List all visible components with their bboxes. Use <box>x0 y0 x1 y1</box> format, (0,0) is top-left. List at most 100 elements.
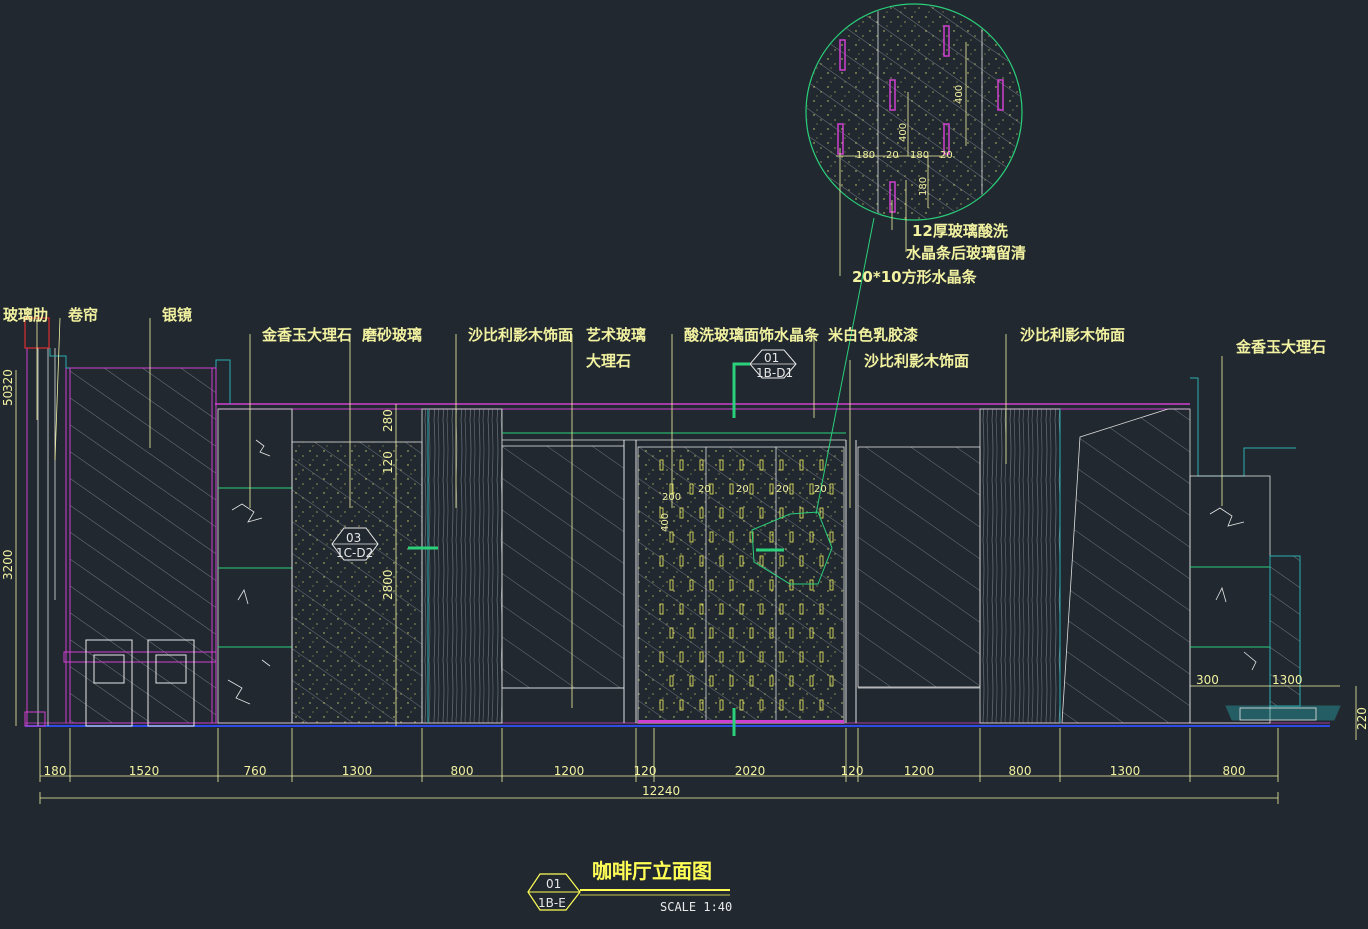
crystal-bar <box>809 579 814 591</box>
crystal-bar <box>749 675 754 687</box>
label-gold-marble-left: 金香玉大理石 <box>261 326 352 344</box>
crystal-bar <box>659 507 664 519</box>
bottom-dim-12: 1300 <box>1110 764 1141 778</box>
crystal-bar <box>679 555 684 567</box>
label-marble: 大理石 <box>586 352 631 370</box>
panel-dim-1: 200 <box>662 492 681 503</box>
crystal-bar <box>719 699 724 711</box>
crystal-bar <box>709 483 714 495</box>
gold-marble-right-panel <box>1189 377 1341 724</box>
crystal-bar <box>669 675 674 687</box>
crystal-bar <box>779 699 784 711</box>
vertical-dimension-lines <box>15 370 1357 740</box>
detail-dim-3: 180 <box>856 150 875 161</box>
crystal-bar <box>729 531 734 543</box>
crystal-bar <box>699 651 704 663</box>
total-dimension: 12240 <box>642 784 680 798</box>
detail-crystal-bar <box>943 123 950 155</box>
crystal-bar <box>689 483 694 495</box>
bottom-dim-6: 1200 <box>554 764 585 778</box>
label-acid-glass-crystal: 酸洗玻璃面饰水晶条 <box>684 326 820 344</box>
detail-leader <box>815 217 875 515</box>
vdim-left-a: 50 <box>1 391 15 406</box>
label-crystal-back: 水晶条后玻璃留清 <box>906 244 1026 262</box>
vdim-left-c: 3200 <box>1 549 15 580</box>
crystal-bar <box>699 699 704 711</box>
crystal-bar <box>709 579 714 591</box>
crystal-bar <box>719 603 724 615</box>
art-glass-panel <box>501 432 846 723</box>
crystal-bar <box>679 459 684 471</box>
crystal-bar <box>729 675 734 687</box>
crystal-bar <box>779 459 784 471</box>
crystal-bar <box>809 627 814 639</box>
crystal-bar <box>769 627 774 639</box>
crystal-bar <box>679 699 684 711</box>
crystal-bar <box>669 483 674 495</box>
crystal-bar <box>679 603 684 615</box>
drawing-title: 咖啡厅立面图 <box>592 859 712 883</box>
label-art-glass: 艺术玻璃 <box>586 326 646 344</box>
crystal-bar <box>789 579 794 591</box>
label-roller-blind: 卷帘 <box>67 306 98 324</box>
crystal-bar <box>689 675 694 687</box>
bottom-dim-9: 120 <box>841 764 864 778</box>
crystal-bar <box>689 627 694 639</box>
crystal-bar <box>749 531 754 543</box>
crystal-bar <box>789 627 794 639</box>
crystal-bar <box>669 531 674 543</box>
crystal-bar <box>739 459 744 471</box>
crystal-bar <box>699 507 704 519</box>
crystal-bar <box>799 651 804 663</box>
crystal-bar <box>709 531 714 543</box>
gold-marble-left-panel <box>217 408 293 724</box>
crystal-bar <box>679 651 684 663</box>
crystal-bar <box>769 531 774 543</box>
crystal-bar <box>729 483 734 495</box>
detail-crystal-bar <box>889 79 896 111</box>
crystal-bar <box>819 459 824 471</box>
slanted-wall <box>1061 408 1191 724</box>
crystal-bar <box>739 699 744 711</box>
crystal-bar <box>789 675 794 687</box>
crystal-bar <box>659 555 664 567</box>
bottom-dim-4: 1300 <box>342 764 373 778</box>
bottom-dim-1: 180 <box>44 764 67 778</box>
panel-dim-2: 400 <box>660 513 671 532</box>
crystal-bar <box>659 699 664 711</box>
crystal-bar <box>769 483 774 495</box>
crystal-bar <box>809 531 814 543</box>
sapele-veneer-panel-2 <box>979 408 1061 724</box>
label-sapele-veneer-1: 沙比利影木饰面 <box>468 326 573 344</box>
crystal-bar <box>819 699 824 711</box>
crystal-bar <box>799 555 804 567</box>
vertical-dimension-text: 50 320 3200 280 120 2800 220 <box>1 369 1368 730</box>
title-block: 01 1B-E 咖啡厅立面图 SCALE 1:40 <box>527 859 732 914</box>
crystal-bar <box>819 651 824 663</box>
crystal-bar <box>759 603 764 615</box>
label-crystal-bar: 20*10方形水晶条 <box>852 268 978 286</box>
crystal-bar <box>659 459 664 471</box>
section-tag-top: 01 1B-D1 <box>732 349 797 736</box>
crystal-bar <box>759 699 764 711</box>
panel-dim-3: 20 <box>698 484 711 495</box>
detail-crystal-bar <box>837 123 844 155</box>
crystal-bar <box>699 459 704 471</box>
crystal-bar <box>799 459 804 471</box>
crystal-bar <box>689 579 694 591</box>
crystal-bar <box>659 603 664 615</box>
vdim-left-b: 320 <box>1 369 15 392</box>
bottom-dim-10: 1200 <box>904 764 935 778</box>
crystal-bar <box>739 555 744 567</box>
detail-dim-6: 20 <box>940 150 953 161</box>
detail-crystal-bar <box>997 79 1004 111</box>
crystal-bar <box>669 627 674 639</box>
crystal-bar <box>829 627 834 639</box>
bottom-dim-7: 120 <box>634 764 657 778</box>
label-leaders <box>36 148 1223 708</box>
crystal-bar <box>779 555 784 567</box>
detail-circle <box>805 3 1023 221</box>
crystal-bar <box>829 675 834 687</box>
